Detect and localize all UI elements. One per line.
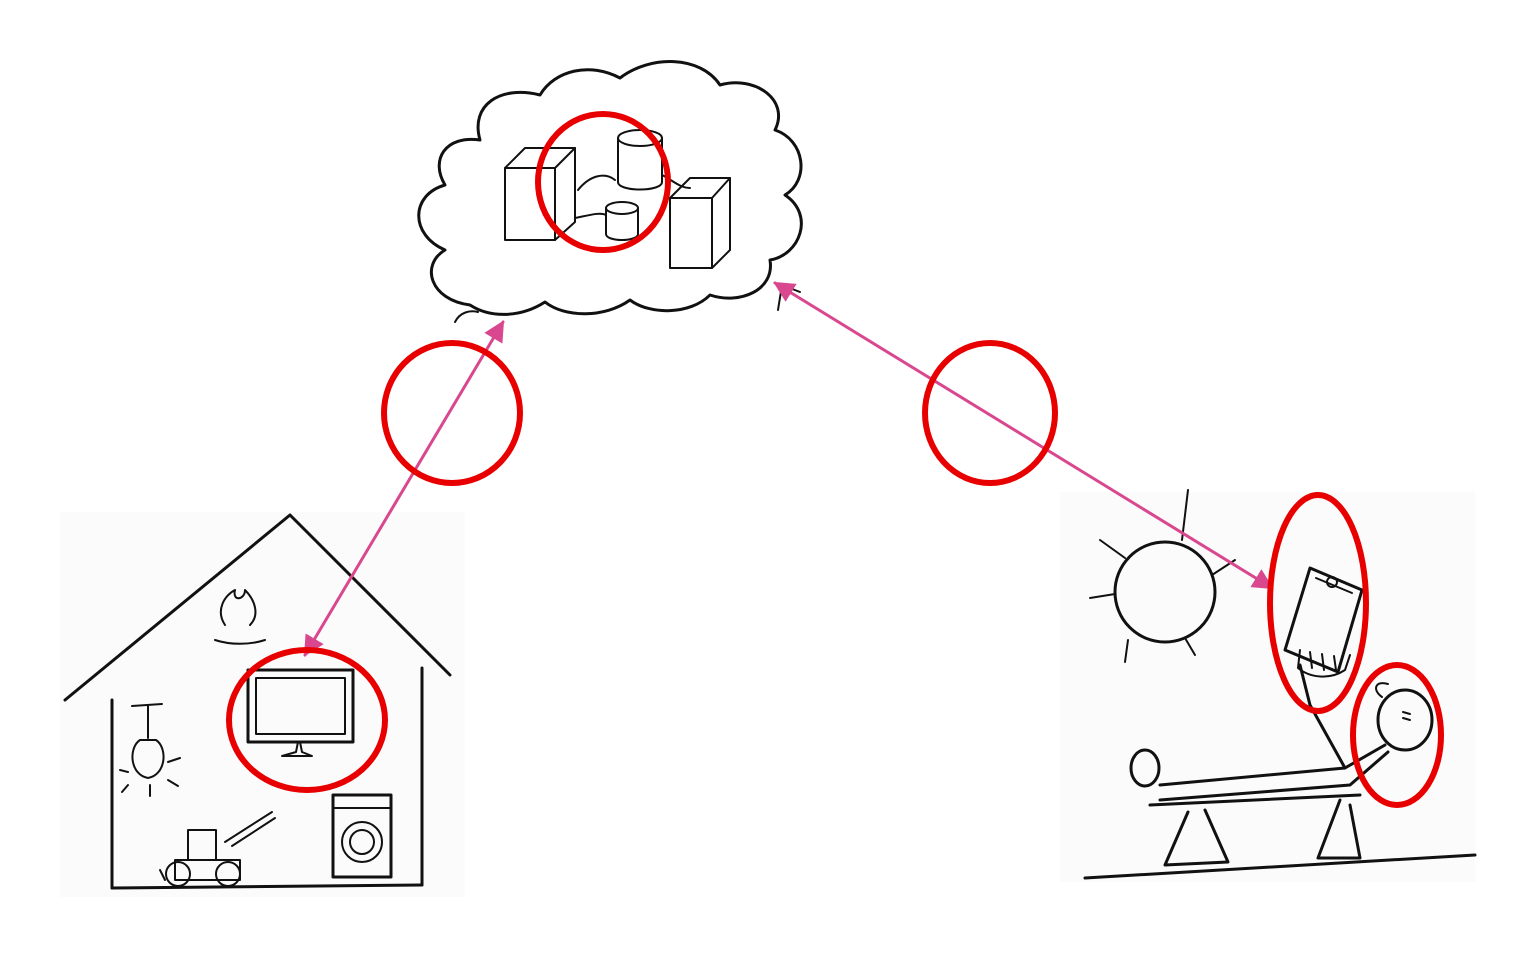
person-figure bbox=[1129, 663, 1434, 802]
server-connector bbox=[574, 212, 607, 219]
washing-machine-icon bbox=[331, 793, 393, 879]
person-with-phone-icon bbox=[1060, 489, 1477, 882]
server-connector bbox=[661, 174, 691, 189]
house-icon bbox=[60, 512, 465, 897]
person-cloud-link-arrow bbox=[773, 281, 1274, 590]
database-cylinder-large bbox=[617, 129, 663, 191]
house-sketch-paper bbox=[60, 512, 465, 897]
smartphone-icon bbox=[1283, 566, 1364, 678]
robot-mower-icon bbox=[159, 811, 276, 887]
house-floor bbox=[110, 883, 424, 890]
highlight-person-cloud-link bbox=[922, 340, 1058, 486]
home-cloud-link-arrow bbox=[303, 320, 505, 657]
cloud-tail-left bbox=[454, 310, 479, 323]
tv-icon bbox=[246, 668, 355, 757]
lamp-icon bbox=[119, 703, 181, 797]
highlight-smartphone bbox=[1267, 492, 1369, 714]
server-connector bbox=[577, 174, 616, 191]
person-sketch-paper bbox=[1060, 492, 1475, 882]
highlight-home-cloud-link bbox=[381, 340, 523, 486]
database-cylinder-small bbox=[605, 201, 639, 241]
highlight-person-head bbox=[1350, 662, 1444, 808]
cloud-outline bbox=[417, 60, 803, 316]
highlight-home-tv bbox=[226, 647, 388, 793]
highlight-cloud-storage bbox=[535, 111, 671, 253]
cloud-servers-icon bbox=[417, 60, 803, 323]
flame-icon bbox=[214, 589, 266, 645]
server-box-right bbox=[669, 177, 731, 269]
sun-lounger-icon bbox=[1083, 793, 1477, 880]
